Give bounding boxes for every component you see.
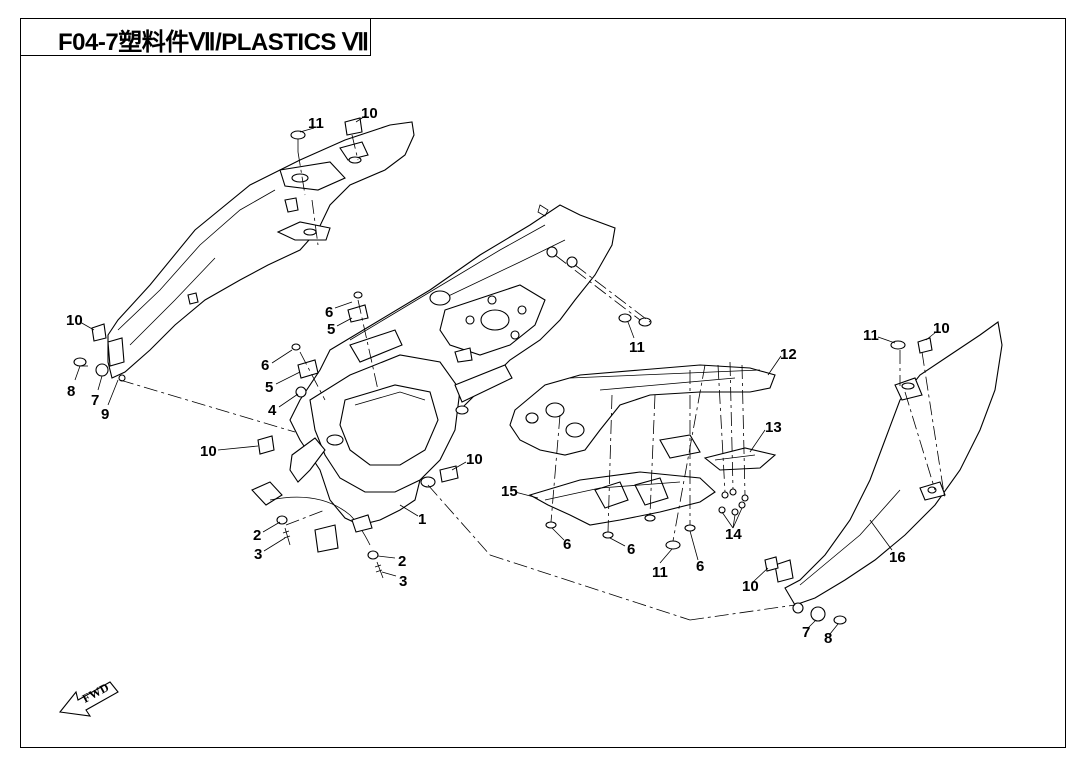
callout-10: 10: [933, 320, 950, 337]
leader-lines: [74, 115, 937, 635]
right-side-panel: [774, 321, 1003, 614]
callout-8: 8: [824, 630, 832, 647]
callout-16: 16: [889, 549, 906, 566]
callout-10: 10: [66, 312, 83, 329]
callout-10: 10: [466, 451, 483, 468]
callout-7: 7: [802, 624, 810, 641]
assembly-centerlines: [119, 134, 946, 621]
mounting-plate: [703, 447, 777, 471]
fasteners-left: [73, 130, 652, 579]
callout-4: 4: [268, 402, 277, 419]
callout-11: 11: [308, 115, 324, 132]
callout-6: 6: [261, 357, 269, 374]
callout-3: 3: [254, 546, 262, 563]
callout-8: 8: [67, 383, 75, 400]
callout-9: 9: [101, 406, 109, 423]
fasteners-center: [545, 488, 749, 550]
callout-10: 10: [361, 105, 378, 122]
lower-guard: [528, 471, 716, 526]
diagram-title: F04-7塑料件Ⅶ/PLASTICS Ⅶ: [58, 29, 369, 56]
callout-labels: 11 10 10 8 7 9 6 5 6 5 4 10 2 3 2 3 1 10…: [66, 105, 950, 647]
callout-15: 15: [501, 483, 518, 500]
rear-fender-main: [251, 204, 616, 546]
callout-5: 5: [327, 321, 335, 338]
forward-direction-arrow: FWD: [58, 680, 119, 717]
callout-11: 11: [863, 327, 879, 344]
callout-1: 1: [418, 511, 426, 528]
callout-6: 6: [627, 541, 635, 558]
callout-10: 10: [742, 578, 759, 595]
callout-3: 3: [399, 573, 407, 590]
callout-6: 6: [563, 536, 571, 553]
callout-14: 14: [725, 526, 742, 543]
callout-10: 10: [200, 443, 217, 460]
rear-carrier-bracket: [509, 364, 776, 459]
drawing-border: [20, 18, 1066, 748]
callout-11: 11: [629, 339, 645, 356]
title-block: [20, 18, 371, 56]
callout-7: 7: [91, 392, 99, 409]
callout-12: 12: [780, 346, 797, 363]
fasteners-right: [764, 337, 933, 625]
callout-6: 6: [325, 304, 333, 321]
callout-13: 13: [765, 419, 782, 436]
clip-brackets-left: [91, 117, 459, 553]
callout-2: 2: [398, 553, 406, 570]
callout-6: 6: [696, 558, 704, 575]
callout-11: 11: [652, 564, 668, 581]
callout-2: 2: [253, 527, 261, 544]
callout-5: 5: [265, 379, 273, 396]
